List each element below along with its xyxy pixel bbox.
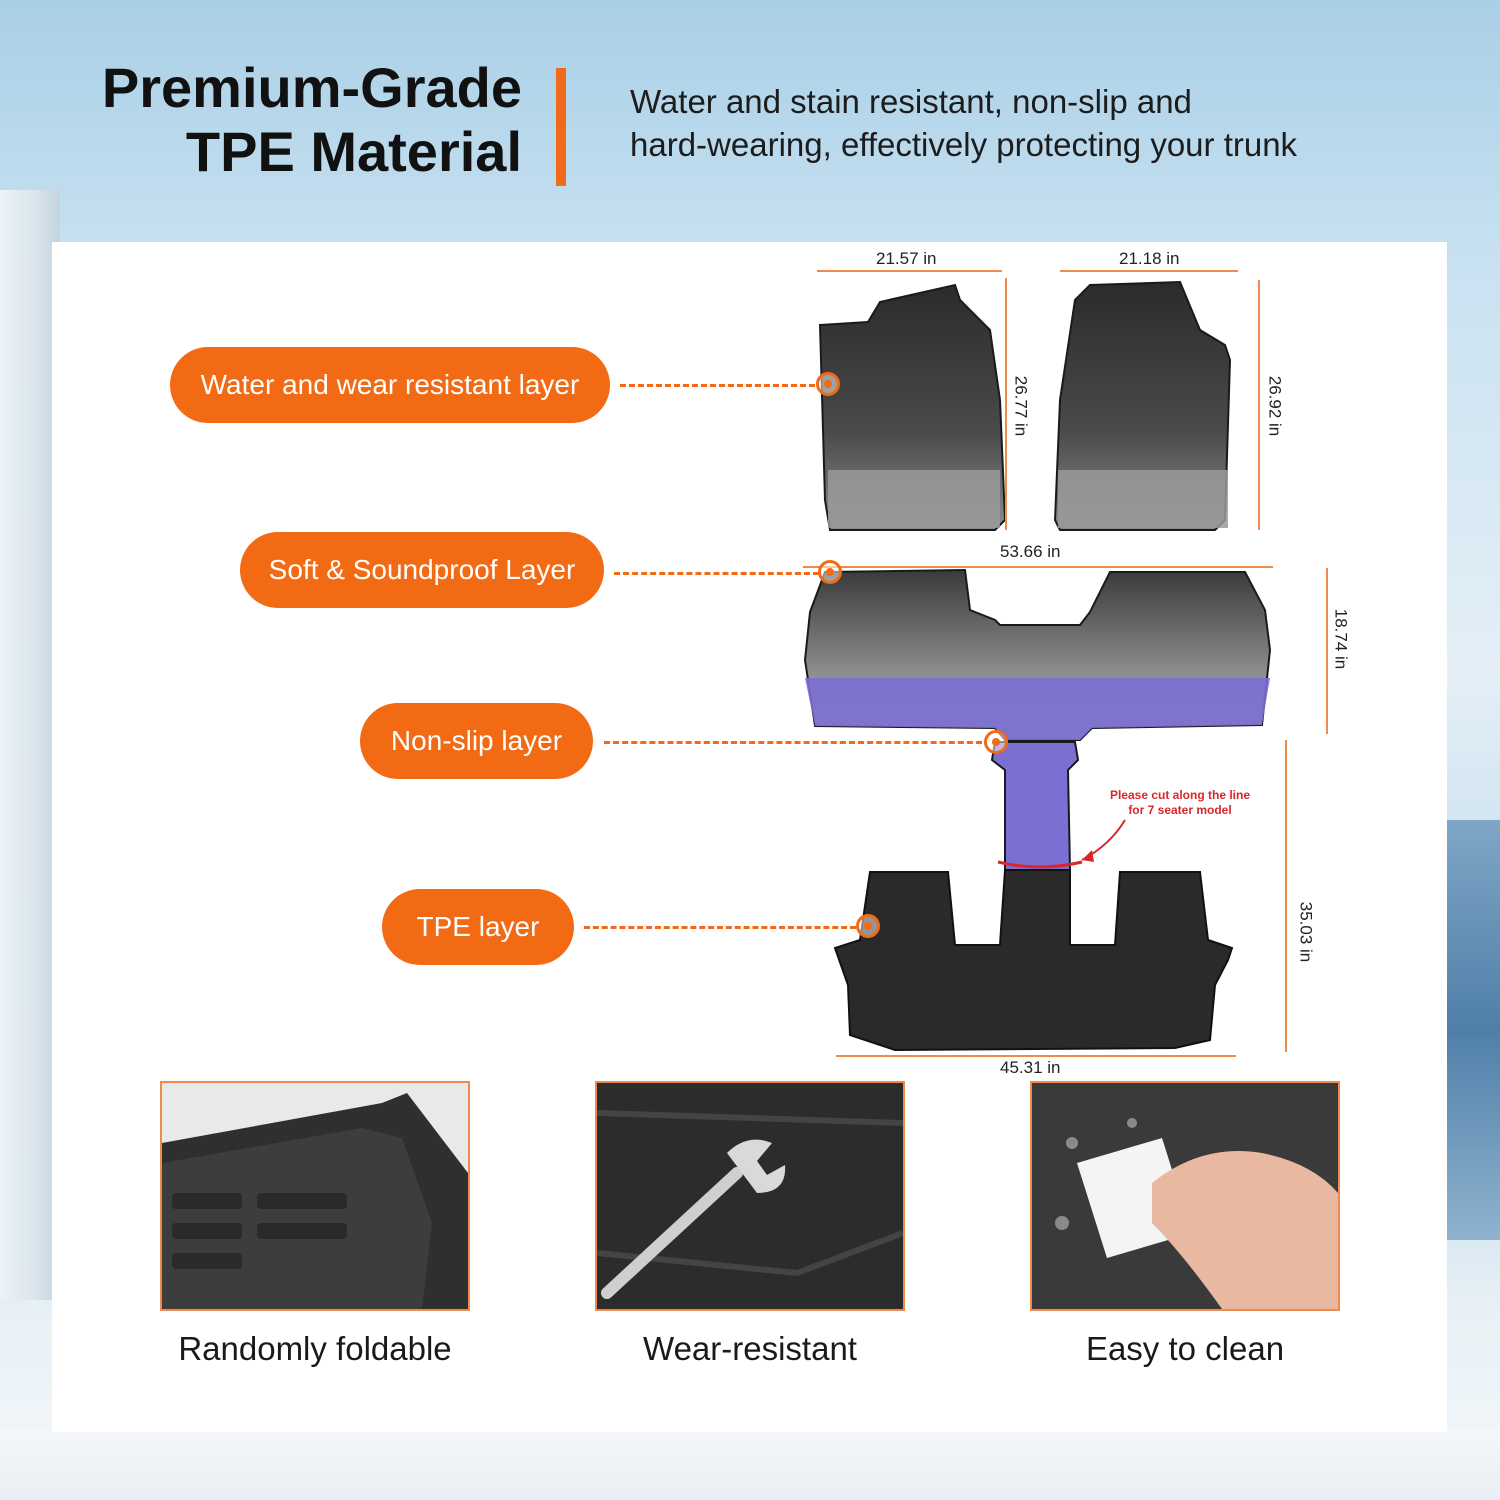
soft-soundproof-layer-label: Soft & Soundproof Layer <box>240 532 604 608</box>
driver-mat-lower <box>828 470 1000 528</box>
dim-line-row3-width <box>836 1055 1236 1057</box>
row3-length-label: 35.03 in <box>1296 901 1316 963</box>
title-divider <box>556 68 566 186</box>
dim-line-driver-length <box>1005 278 1007 530</box>
non-slip-layer-marker <box>984 730 1008 754</box>
non-slip-layer-label: Non-slip layer <box>360 703 593 779</box>
tpe-layer-marker <box>856 914 880 938</box>
driver-width-label: 21.57 in <box>876 249 937 268</box>
cut-note-line-1: Please cut along the line <box>1109 788 1251 802</box>
soft-layer-leader <box>614 572 819 575</box>
page-title: Premium-Grade TPE Material <box>102 56 522 184</box>
title-line-1: Premium-Grade <box>101 56 522 119</box>
easy-to-clean-photo <box>1030 1081 1340 1311</box>
driver-length-label: 26.77 in <box>1011 375 1031 437</box>
water-layer-leader <box>620 384 815 387</box>
row3-width-label: 45.31 in <box>1000 1058 1061 1077</box>
wear-resistant-photo <box>595 1081 905 1311</box>
snow-background-left <box>0 190 60 1300</box>
foldable-caption: Randomly foldable <box>178 1330 452 1367</box>
passenger-length-label: 26.92 in <box>1265 375 1285 437</box>
dim-line-passenger-width <box>1060 270 1238 272</box>
snow-background-bottom <box>0 1430 1500 1500</box>
passenger-width-label: 21.18 in <box>1119 249 1180 268</box>
dim-line-row2-length <box>1326 568 1328 734</box>
tpe-layer-leader <box>584 926 856 929</box>
row2-length-label: 18.74 in <box>1331 608 1351 670</box>
title-line-2: TPE Material <box>185 120 522 183</box>
cut-arrow-head <box>1082 850 1094 862</box>
easy-to-clean-caption: Easy to clean <box>1085 1330 1285 1367</box>
non-slip-band <box>805 678 1270 740</box>
cut-note: Please cut along the line for 7 seater m… <box>1090 788 1270 818</box>
tpe-layer-label: TPE layer <box>382 889 574 965</box>
third-row-mat <box>833 869 1234 1052</box>
foldable-photo <box>160 1081 470 1311</box>
dim-line-driver-width <box>817 270 1002 272</box>
soft-layer-marker <box>818 560 842 584</box>
third-row-tab <box>990 741 1080 871</box>
row2-width-label: 53.66 in <box>1000 542 1061 561</box>
subtitle-line-1: Water and stain resistant, non-slip and <box>630 83 1192 120</box>
passenger-mat-lower <box>1058 470 1228 528</box>
non-slip-layer-leader <box>604 741 982 744</box>
water-layer-marker <box>816 372 840 396</box>
sea-background-right <box>1440 820 1500 1240</box>
passenger-mat <box>1053 280 1232 531</box>
dim-line-row3-length <box>1285 740 1287 1052</box>
wear-resistant-caption: Wear-resistant <box>643 1330 857 1367</box>
subtitle-line-2: hard-wearing, effectively protecting you… <box>630 126 1298 163</box>
cut-line <box>997 860 1083 869</box>
water-wear-layer-label: Water and wear resistant layer <box>170 347 610 423</box>
subtitle: Water and stain resistant, non-slip and … <box>630 80 1297 166</box>
cut-note-line-2: for 7 seater model <box>1128 803 1232 817</box>
dim-line-row2-width <box>803 566 1273 568</box>
dim-line-passenger-length <box>1258 280 1260 530</box>
